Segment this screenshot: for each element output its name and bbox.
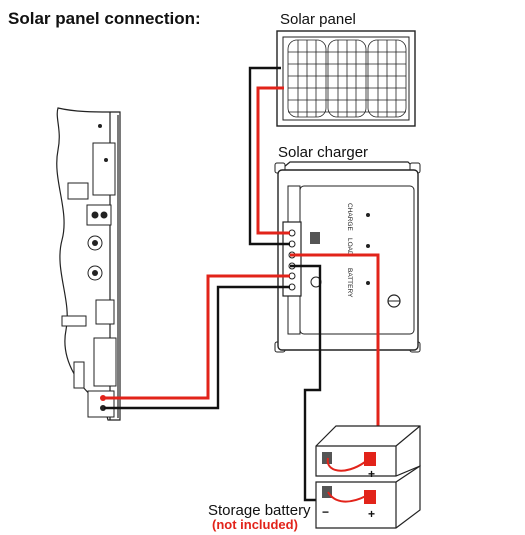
board-terminal-bottom [87, 390, 115, 418]
controller-board [56, 107, 121, 421]
storage-battery: + + − [315, 425, 421, 529]
load-led-icon [366, 244, 370, 248]
minus-mark: − [322, 505, 329, 519]
plus-bottom-mark: + [368, 507, 375, 521]
solar-cells [287, 39, 407, 118]
not-included-note: (not included) [212, 517, 298, 532]
solar-panel [276, 30, 416, 127]
battery-positive-wire [290, 253, 380, 458]
solar-charger: CHARGE LOAD BATTERY [274, 161, 421, 353]
load-positive-wire [104, 274, 290, 400]
solar-panel-label: Solar panel [280, 11, 356, 28]
battery-text: BATTERY [346, 268, 353, 298]
charge-text: CHARGE [346, 203, 353, 231]
panel-positive-wire [256, 86, 290, 235]
charge-led-icon [366, 213, 370, 217]
load-negative-wire [104, 285, 290, 410]
panel-negative-wire [248, 66, 290, 246]
load-text: LOAD [346, 238, 353, 256]
plus-top-mark: + [368, 467, 375, 481]
storage-battery-label: Storage battery [208, 502, 311, 519]
board-chip [92, 142, 116, 196]
battery-led-icon [366, 281, 370, 285]
solar-charger-label: Solar charger [278, 144, 368, 161]
diagram-title: Solar panel connection: [8, 9, 201, 28]
board-terminal-top [86, 204, 112, 226]
battery-terminal-negative-bottom [322, 486, 332, 498]
battery-negative-wire [290, 264, 325, 502]
battery-terminal-positive-bottom [364, 490, 376, 504]
battery-terminal-positive-top [364, 452, 376, 466]
